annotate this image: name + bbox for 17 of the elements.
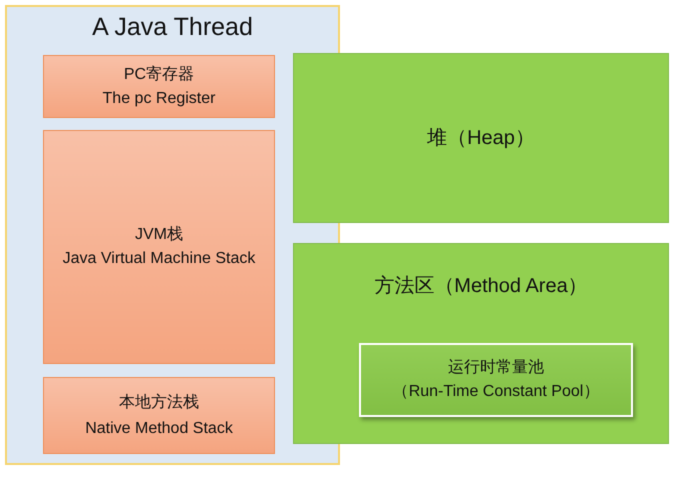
box-label: The pc Register xyxy=(102,88,216,108)
box-label: 运行时常量池 xyxy=(448,358,544,378)
box-label: Native Method Stack xyxy=(85,418,233,438)
box-label: Java Virtual Machine Stack xyxy=(62,249,256,269)
native-stack-box xyxy=(43,377,275,454)
box-label: （Run-Time Constant Pool） xyxy=(392,382,600,402)
box-label: 堆（Heap） xyxy=(427,126,535,151)
heap-box xyxy=(293,53,669,223)
box-label: 本地方法栈 xyxy=(119,392,199,413)
box-label: 方法区（Method Area） xyxy=(374,274,588,299)
box-label: PC寄存器 xyxy=(124,64,194,84)
method-area-box xyxy=(293,243,669,444)
jvm-stack-box xyxy=(43,130,275,364)
box-label: JVM栈 xyxy=(135,224,183,245)
constant-pool-box xyxy=(359,343,633,417)
pc-register-box xyxy=(43,55,275,118)
panel-title: A Java Thread xyxy=(92,12,253,43)
